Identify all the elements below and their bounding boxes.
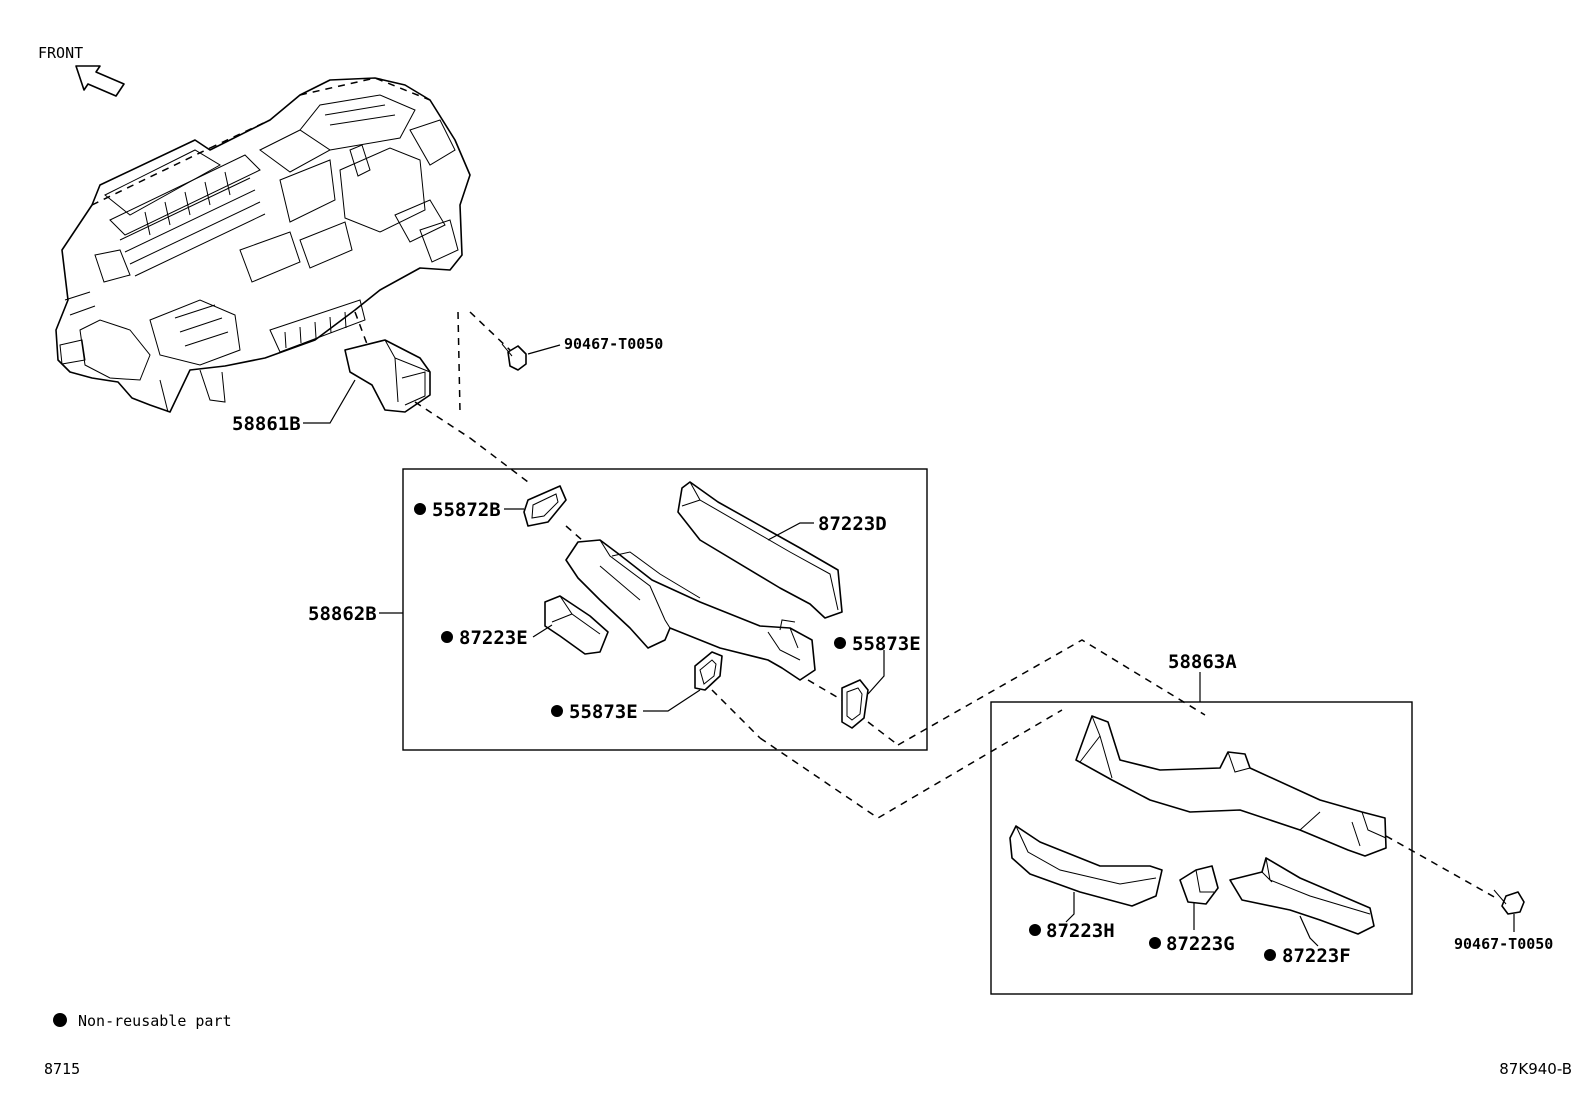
non-reusable-marker: [834, 637, 846, 649]
non-reusable-marker: [441, 631, 453, 643]
assembly-box-58863a: 58863A 87223H 87223G 87223F: [990, 651, 1413, 995]
connection-guide: [759, 639, 1206, 819]
label-58863a: 58863A: [1168, 651, 1237, 673]
label-90467-t0050-right: 90467-T0050: [1454, 935, 1553, 953]
non-reusable-marker: [1264, 949, 1276, 961]
label-90467-t0050-top: 90467-T0050: [564, 335, 663, 353]
label-58861b: 58861B: [232, 413, 301, 435]
label-55873e-right: 55873E: [852, 633, 921, 655]
front-label: FRONT: [38, 44, 83, 62]
label-87223d: 87223D: [818, 513, 887, 535]
bolt-right-icon: [1501, 891, 1525, 915]
front-indicator: FRONT: [38, 44, 125, 97]
legend-text: Non-reusable part: [78, 1012, 232, 1030]
bolt-top: 90467-T0050: [469, 311, 663, 371]
front-arrow-icon: [75, 65, 125, 97]
non-reusable-marker: [53, 1013, 67, 1027]
assembly-box-58862b: 58862B 55872B 87223D 87223E 55873E: [308, 437, 928, 751]
diagram-code: 87K940-B: [1499, 1060, 1572, 1078]
label-58862b: 58862B: [308, 603, 377, 625]
page-code: 8715: [44, 1060, 80, 1078]
label-87223g: 87223G: [1166, 933, 1235, 955]
non-reusable-marker: [1149, 937, 1161, 949]
label-87223h: 87223H: [1046, 920, 1115, 942]
label-55873e-left: 55873E: [569, 701, 638, 723]
bolt-right: 90467-T0050: [1385, 835, 1553, 953]
label-87223e: 87223E: [459, 627, 528, 649]
non-reusable-marker: [414, 503, 426, 515]
duct-58861b: 58861B: [232, 311, 471, 439]
label-87223f: 87223F: [1282, 945, 1351, 967]
hvac-unit: [55, 77, 471, 413]
legend: Non-reusable part: [53, 1012, 232, 1030]
non-reusable-marker: [551, 705, 563, 717]
non-reusable-marker: [1029, 924, 1041, 936]
label-55872b: 55872B: [432, 499, 501, 521]
bolt-top-icon: [507, 345, 527, 371]
